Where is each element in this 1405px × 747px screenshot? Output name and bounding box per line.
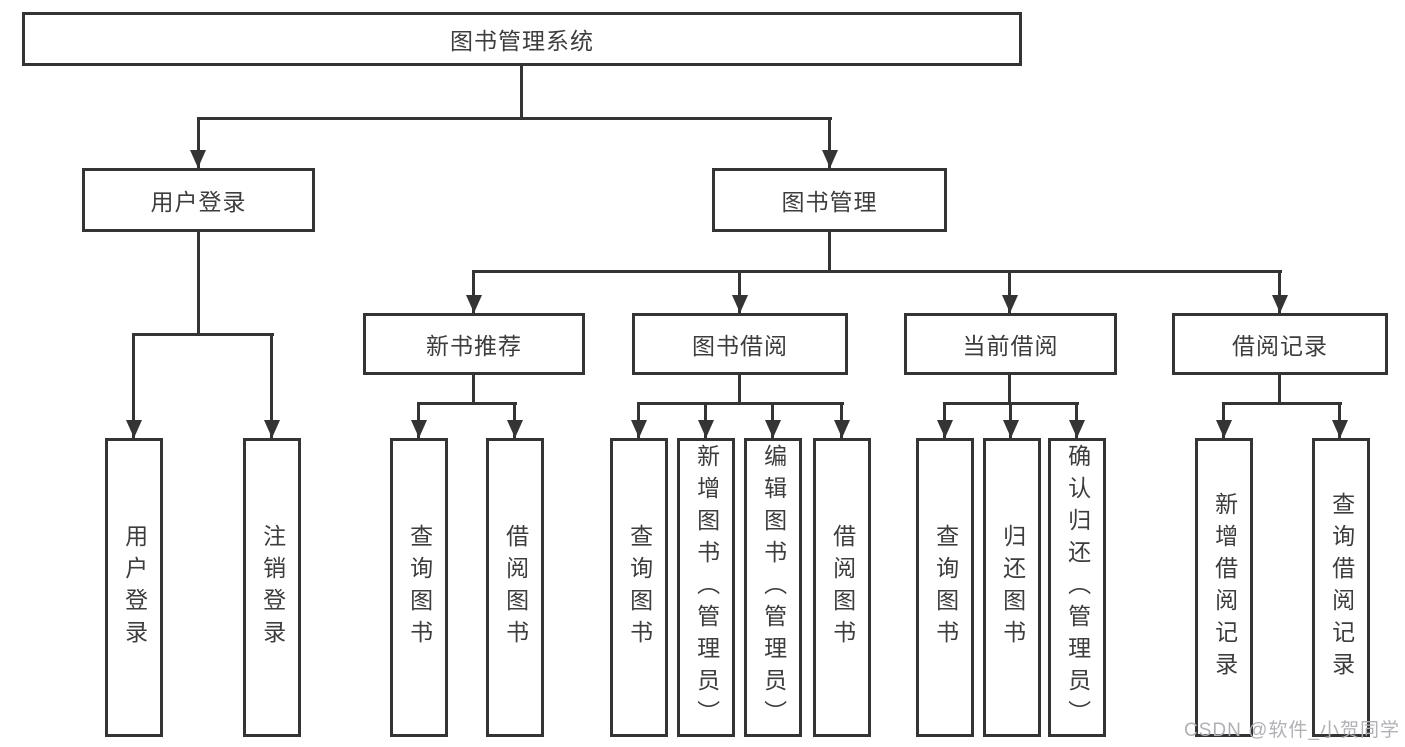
node-current-borrow: 当前借阅 — [904, 313, 1117, 375]
connector-vline — [738, 270, 741, 313]
leaf-add-borrow-record-label: 新增借阅记录 — [1211, 491, 1238, 684]
leaf-query-books-current-label: 查询图书 — [932, 523, 959, 652]
arrowhead-down-icon — [411, 420, 427, 438]
connector-vline — [828, 232, 831, 273]
arrowhead-down-icon — [190, 150, 206, 168]
leaf-logout-label: 注销登录 — [259, 523, 286, 652]
leaf-add-book-admin-label: 新增图书（管理员） — [693, 443, 720, 732]
connector-vline — [1278, 375, 1281, 405]
leaf-user-login: 用户登录 — [105, 438, 163, 737]
connector-vline — [270, 333, 273, 438]
arrowhead-down-icon — [126, 420, 142, 438]
leaf-add-borrow-record: 新增借阅记录 — [1195, 438, 1253, 737]
arrowhead-down-icon — [1002, 295, 1018, 313]
node-borrow-records: 借阅记录 — [1172, 313, 1388, 375]
leaf-confirm-return-admin: 确认归还（管理员） — [1048, 438, 1106, 737]
connector-vline — [197, 117, 200, 168]
leaf-borrow-books-borrow-label: 借阅图书 — [829, 523, 856, 652]
connector-vline — [738, 375, 741, 405]
arrowhead-down-icon — [507, 420, 523, 438]
arrowhead-down-icon — [1216, 420, 1232, 438]
leaf-borrow-books-borrow: 借阅图书 — [813, 438, 871, 737]
arrowhead-down-icon — [1003, 420, 1019, 438]
leaf-query-books-borrow: 查询图书 — [610, 438, 668, 737]
connector-vline — [828, 117, 831, 168]
arrowhead-down-icon — [822, 150, 838, 168]
arrowhead-down-icon — [732, 295, 748, 313]
connector-vline — [472, 270, 475, 313]
leaf-query-borrow-record-label: 查询借阅记录 — [1328, 491, 1355, 684]
node-user-login: 用户登录 — [82, 168, 315, 232]
watermark: CSDN @软件_小贺同学 — [1184, 720, 1400, 741]
connector-vline — [132, 333, 135, 438]
arrowhead-down-icon — [264, 420, 280, 438]
leaf-query-books-borrow-label: 查询图书 — [626, 523, 653, 652]
connector-hline — [197, 117, 832, 120]
leaf-return-book-label: 归还图书 — [999, 523, 1026, 652]
leaf-logout: 注销登录 — [243, 438, 301, 737]
connector-vline — [1278, 270, 1281, 313]
arrowhead-down-icon — [834, 420, 850, 438]
arrowhead-down-icon — [466, 295, 482, 313]
arrowhead-down-icon — [1272, 295, 1288, 313]
leaf-edit-book-admin: 编辑图书（管理员） — [744, 438, 802, 737]
node-book-borrow: 图书借阅 — [632, 313, 848, 375]
arrowhead-down-icon — [698, 420, 714, 438]
node-root: 图书管理系统 — [22, 12, 1022, 66]
connector-hline — [1222, 402, 1342, 405]
arrowhead-down-icon — [1069, 420, 1085, 438]
connector-hline — [637, 402, 844, 405]
connector-vline — [520, 66, 523, 118]
leaf-edit-book-admin-label: 编辑图书（管理员） — [760, 443, 787, 732]
leaf-add-book-admin: 新增图书（管理员） — [677, 438, 735, 737]
leaf-borrow-books-recommend: 借阅图书 — [486, 438, 544, 737]
leaf-query-books-recommend-label: 查询图书 — [406, 523, 433, 652]
leaf-query-books-recommend: 查询图书 — [390, 438, 448, 737]
leaf-return-book: 归还图书 — [983, 438, 1041, 737]
connector-hline — [417, 402, 517, 405]
node-book-management: 图书管理 — [712, 168, 947, 232]
leaf-confirm-return-admin-label: 确认归还（管理员） — [1064, 443, 1091, 732]
arrowhead-down-icon — [631, 420, 647, 438]
leaf-query-books-current: 查询图书 — [916, 438, 974, 737]
connector-vline — [197, 232, 200, 336]
connector-hline — [472, 270, 1282, 273]
connector-hline — [132, 333, 274, 336]
arrowhead-down-icon — [1332, 420, 1348, 438]
leaf-borrow-books-recommend-label: 借阅图书 — [502, 523, 529, 652]
connector-vline — [1008, 270, 1011, 313]
leaf-query-borrow-record: 查询借阅记录 — [1312, 438, 1370, 737]
leaf-user-login-label: 用户登录 — [121, 523, 148, 652]
connector-vline — [1008, 375, 1011, 405]
node-new-book-recommend: 新书推荐 — [363, 313, 585, 375]
connector-vline — [472, 375, 475, 405]
arrowhead-down-icon — [765, 420, 781, 438]
arrowhead-down-icon — [937, 420, 953, 438]
